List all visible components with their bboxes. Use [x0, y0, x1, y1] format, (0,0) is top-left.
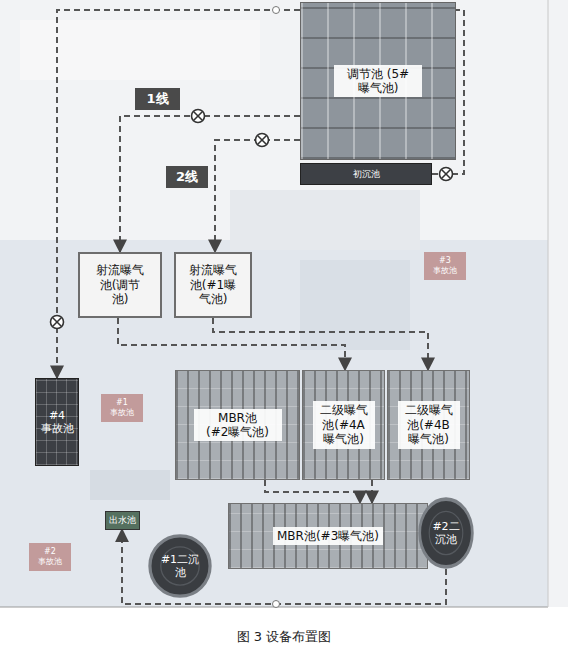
aeration-tank: 二级曝气池(#4B曝气池): [387, 370, 470, 480]
mbr-tank: MBR池(#3曝气池): [228, 503, 428, 569]
faded-building: [300, 260, 410, 350]
clarifier-ring: [429, 511, 463, 554]
secondary-clarifier: #2二沉池: [418, 497, 474, 569]
node-label: 二级曝气池(#4B曝气池): [398, 401, 460, 448]
pipe-line: [120, 116, 300, 252]
pipe-line: [371, 480, 373, 503]
faded-building: [230, 190, 420, 250]
accident-tank: #2 事故池: [29, 543, 71, 571]
image-border: [548, 0, 549, 607]
valve-symbol: [440, 168, 453, 181]
node-label: #1二沉池: [160, 553, 200, 579]
node-label: MBR池 (#2曝气池): [194, 409, 282, 442]
pipe-line: [213, 318, 428, 370]
regulating-tank: 调节池 (5#曝气池): [300, 2, 456, 160]
line-label: 1线: [146, 91, 168, 107]
jet-aeration-tank: 射流曝气池(调节池): [78, 252, 162, 318]
primary-settling: 初沉池: [300, 163, 432, 185]
junction-dot: [273, 601, 280, 608]
aeration-tank: 二级曝气池(#4A曝气池): [302, 370, 385, 480]
node-label: 二级曝气池(#4A曝气池): [313, 401, 375, 448]
faded-building: [90, 470, 170, 500]
valve-symbol: [192, 110, 205, 123]
line-tag: 2线: [166, 166, 208, 188]
valve-symbol: [256, 134, 269, 147]
outlet-tank: 出水池: [105, 511, 140, 530]
jet-aeration-tank: 射流曝气池(#1曝气池): [174, 252, 252, 318]
node-label: MBR池(#3曝气池): [273, 527, 383, 545]
line-label: 2线: [176, 169, 198, 185]
pipe-line: [215, 140, 300, 252]
node-label: #4 事故池: [39, 409, 75, 435]
valve-symbol: [51, 316, 64, 329]
accident-tank: #4 事故池: [35, 378, 79, 466]
node-label: 射流曝气池(#1曝气池): [188, 263, 238, 306]
node-label: #1 事故池: [105, 398, 139, 417]
site-ground: [0, 0, 568, 607]
clarifier-body: [150, 536, 210, 596]
node-label: 出水池: [109, 515, 136, 526]
figure-caption: 图 3 设备布置图: [0, 628, 568, 646]
accident-tank: #3 事故池: [424, 252, 466, 280]
mbr-tank: MBR池 (#2曝气池): [175, 370, 300, 480]
pipe-line: [57, 10, 300, 378]
node-label: #2 事故池: [33, 547, 67, 566]
pipe-line: [265, 480, 360, 503]
node-label: #3 事故池: [428, 256, 462, 275]
plant-area: [0, 240, 548, 607]
node-label: 射流曝气池(调节池): [95, 263, 145, 306]
clarifier-body: [420, 499, 473, 567]
pipe-line: [118, 318, 345, 370]
accident-tank: #1 事故池: [101, 394, 143, 422]
node-label: #2二沉池: [428, 520, 464, 546]
secondary-clarifier: #1二沉池: [148, 534, 212, 598]
node-label: 调节池 (5#曝气池): [334, 65, 422, 98]
line-tag: 1线: [135, 88, 180, 110]
node-label: 初沉池: [353, 169, 380, 180]
clarifier-ring: [161, 547, 199, 585]
junction-dot: [273, 7, 280, 14]
